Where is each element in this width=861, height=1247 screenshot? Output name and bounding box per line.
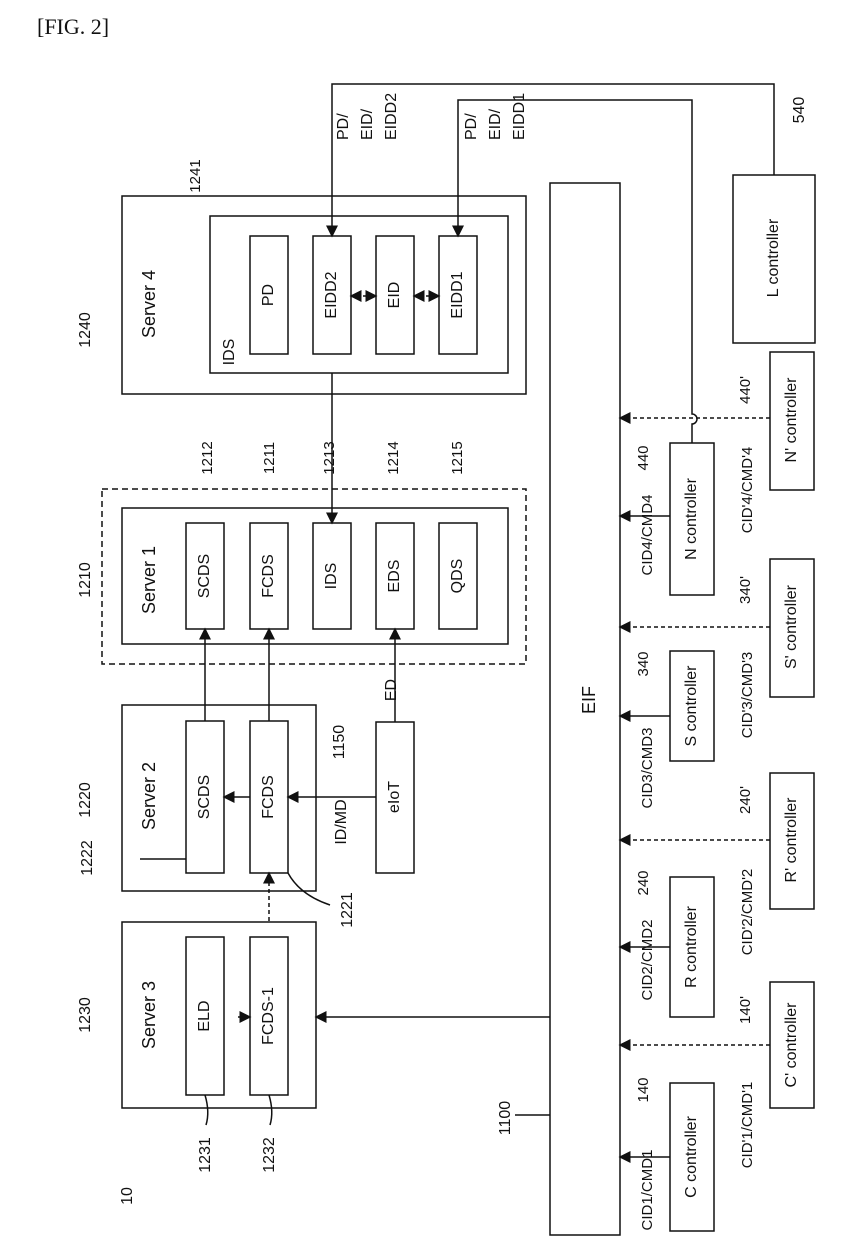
server2-fcds-ref-label: 1221 xyxy=(339,892,356,928)
ref-1232-leader xyxy=(269,1095,272,1125)
server1-box-ref-0: 1212 xyxy=(199,441,216,474)
server3-title: Server 3 xyxy=(139,981,159,1049)
eld-label: ELD xyxy=(196,1000,213,1031)
prime-controller-label-1: R' controller xyxy=(783,797,800,883)
server4-ids-label: IDS xyxy=(221,339,238,366)
server4-box-label-2: EID xyxy=(386,282,403,309)
prime-controller-signal-1: CID'2/CMD'2 xyxy=(739,869,756,956)
controller-ref-1: 240 xyxy=(635,870,652,895)
eld-ref-label: 1231 xyxy=(197,1137,214,1173)
server2-scds-label: SCDS xyxy=(196,775,213,819)
prime-controller-signal-0: CID'1/CMD'1 xyxy=(739,1082,756,1169)
controller-label-2: S controller xyxy=(683,665,700,747)
controller-label-3: N controller xyxy=(683,477,700,559)
prime-controller-ref-2: 340' xyxy=(737,576,754,604)
controller-signal-2: CID3/CMD3 xyxy=(639,728,656,809)
server1-box-ref-3: 1214 xyxy=(385,441,402,474)
prime-controller-label-3: N' controller xyxy=(783,377,800,463)
prime-controller-signal-2: CID'3/CMD'3 xyxy=(739,652,756,739)
pd-label-b-2: EIDD1 xyxy=(511,93,528,140)
fcds1-label: FCDS-1 xyxy=(260,987,277,1045)
diagram-labels: 10 1230 Server 3 ELD FCDS-1 1231 1232 1220 Serve… xyxy=(77,93,808,1231)
server1-box-label-1: FCDS xyxy=(260,554,277,598)
server1-box-label-3: EDS xyxy=(386,560,403,593)
eiot-label: eIoT xyxy=(386,781,403,813)
server1-title: Server 1 xyxy=(139,546,159,614)
pd-label-a-0: PD/ xyxy=(335,113,352,140)
eiot-out-label: ED xyxy=(383,679,400,701)
prime-controller-label-2: S' controller xyxy=(783,584,800,669)
system-ref-label: 10 xyxy=(119,1187,136,1205)
fcds1-ref-label: 1232 xyxy=(261,1137,278,1173)
server3-ref-label: 1230 xyxy=(77,997,94,1033)
prime-controller-ref-0: 140' xyxy=(737,996,754,1024)
controller-ref-0: 140 xyxy=(635,1077,652,1102)
server4-ids-ref-label: 1241 xyxy=(187,159,204,192)
controller-signal-1: CID2/CMD2 xyxy=(639,920,656,1001)
server4-box-label-0: PD xyxy=(260,284,277,306)
server1-box-label-2: IDS xyxy=(323,563,340,590)
ref-1231-leader xyxy=(205,1095,208,1125)
ref-1221-leader xyxy=(288,873,330,905)
pd-label-a-1: EID/ xyxy=(359,108,376,140)
server4-ref-label: 1240 xyxy=(77,312,94,348)
eif-label: EIF xyxy=(579,686,599,714)
controller-signal-3: CID4/CMD4 xyxy=(639,495,656,576)
n-controller-to-eidd1-line xyxy=(458,100,697,443)
server2-fcds-label: FCDS xyxy=(260,775,277,819)
server1-ref-label: 1210 xyxy=(77,562,94,598)
server2-scds-ref-label: 1222 xyxy=(79,840,96,876)
controller-label-1: R controller xyxy=(683,905,700,987)
server4-title: Server 4 xyxy=(139,270,159,338)
prime-controller-ref-1: 240' xyxy=(737,786,754,814)
server1-box-label-4: QDS xyxy=(449,559,466,594)
server1-box-label-0: SCDS xyxy=(196,554,213,598)
controller-signal-0: CID1/CMD1 xyxy=(639,1150,656,1231)
server1-box-ref-1: 1211 xyxy=(261,442,278,474)
server2-title: Server 2 xyxy=(139,762,159,830)
server4-box-label-3: EIDD1 xyxy=(449,271,466,318)
l-controller-label: L controller xyxy=(765,218,782,297)
eiot-ref-label: 1150 xyxy=(331,725,348,760)
pd-label-a-2: EIDD2 xyxy=(383,93,400,140)
controller-ref-2: 340 xyxy=(635,651,652,676)
server2-ref-label: 1220 xyxy=(77,782,94,818)
server4-box-label-1: EIDD2 xyxy=(323,271,340,318)
prime-controller-label-0: C' controller xyxy=(783,1002,800,1088)
prime-controller-signal-3: CID'4/CMD'4 xyxy=(739,447,756,534)
eif-ref-label: 1100 xyxy=(497,1101,514,1136)
server1-box-ref-4: 1215 xyxy=(449,441,466,474)
controller-label-0: C controller xyxy=(683,1115,700,1197)
controller-ref-3: 440 xyxy=(635,445,652,470)
server1-box-ref-2: 1213 xyxy=(321,441,338,474)
l-controller-ref-label: 540 xyxy=(791,97,808,124)
pd-label-b-0: PD/ xyxy=(463,113,480,140)
pd-label-b-1: EID/ xyxy=(487,108,504,140)
eiot-in-label: ID/MD xyxy=(333,799,350,844)
prime-controller-ref-3: 440' xyxy=(737,376,754,404)
